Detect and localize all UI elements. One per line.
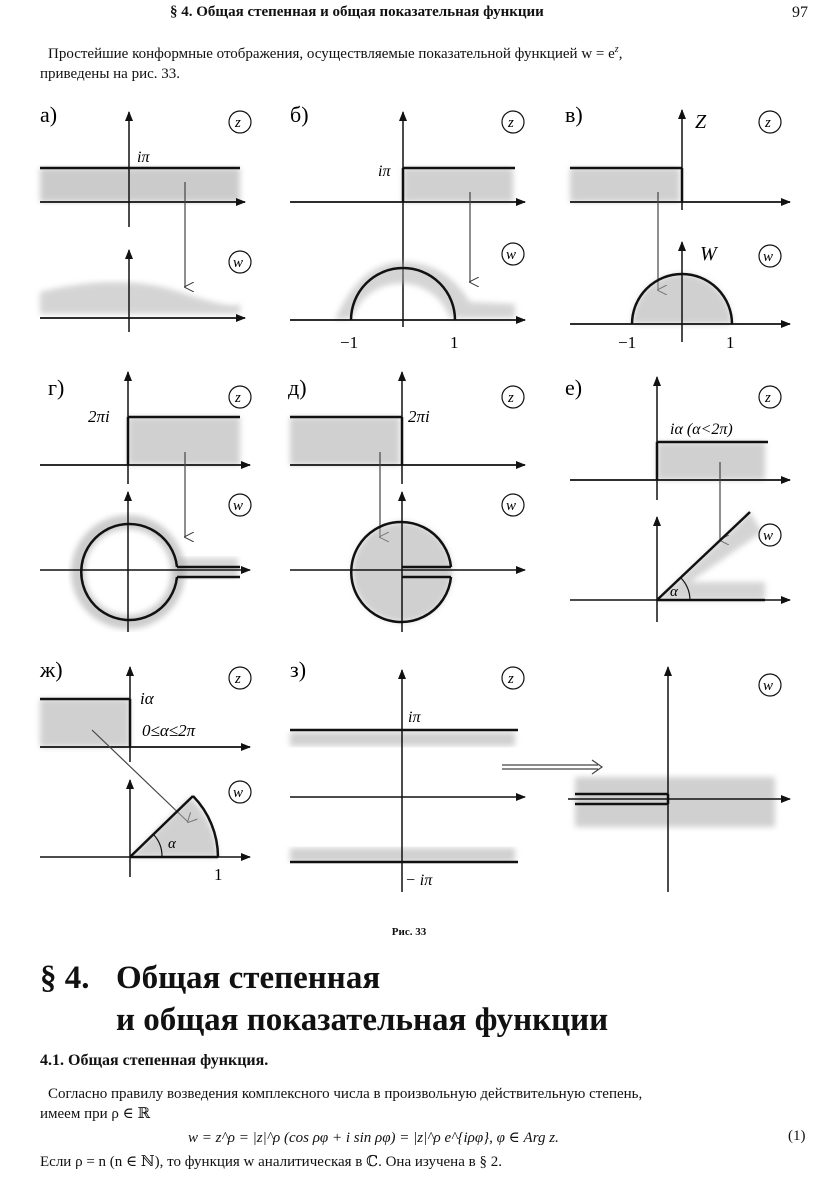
- svg-text:α: α: [670, 584, 679, 600]
- svg-text:z: z: [234, 671, 241, 687]
- panel-a-label: а): [40, 102, 57, 127]
- panel-a-strip: [40, 168, 240, 202]
- formula-1: w = z^ρ = |z|^ρ (cos ρφ + i sin ρφ) = |z…: [188, 1130, 559, 1146]
- svg-text:z: z: [234, 390, 241, 406]
- panel-e: е) z iα (α<2π) α w: [565, 375, 791, 622]
- svg-text:в): в): [565, 102, 583, 127]
- svg-text:Z: Z: [695, 111, 707, 133]
- svg-text:w: w: [763, 678, 773, 694]
- section-number: § 4.: [40, 960, 90, 996]
- svg-text:2πi: 2πi: [88, 407, 110, 426]
- body-paragraph-1: Согласно правилу возведения комплексного…: [40, 1084, 810, 1124]
- intro-line2: приведены на рис. 33.: [40, 66, 181, 82]
- svg-text:α: α: [168, 836, 177, 852]
- equation-number: (1): [788, 1128, 806, 1144]
- svg-text:w: w: [763, 249, 773, 265]
- svg-text:1: 1: [726, 333, 735, 352]
- panel-a-z: z: [234, 115, 241, 131]
- running-header: § 4. Общая степенная и общая показательн…: [0, 4, 818, 26]
- svg-text:iπ: iπ: [378, 163, 391, 180]
- svg-text:г): г): [48, 375, 64, 400]
- panel-zh: ж) z iα 0≤α≤2π α 1 w: [39, 657, 252, 884]
- section-title-line1: Общая степенная: [116, 960, 381, 996]
- svg-text:iπ: iπ: [408, 709, 421, 726]
- svg-text:w: w: [233, 785, 243, 801]
- body-paragraph-2: Если ρ = n (n ∈ ℕ), то функция w аналити…: [40, 1154, 502, 1170]
- svg-text:iα: iα: [140, 689, 155, 708]
- section-title-line2: и общая показательная функции: [116, 1002, 609, 1038]
- panel-a-w: w: [233, 255, 243, 271]
- body-p1-line1: Согласно правилу возведения комплексного…: [48, 1086, 643, 1102]
- intro-line1: Простейшие конформные отображения, осуще…: [48, 44, 623, 62]
- svg-text:iα (α<2π): iα (α<2π): [670, 421, 733, 438]
- panel-v: в) z Z W w −1 1: [565, 102, 791, 352]
- body-p1-line2: имеем при ρ ∈ ℝ: [40, 1106, 150, 1122]
- svg-text:w: w: [506, 247, 516, 263]
- running-title: § 4. Общая степенная и общая показательн…: [170, 4, 544, 20]
- svg-text:д): д): [288, 375, 307, 400]
- subsection-title: 4.1. Общая степенная функция.: [40, 1052, 269, 1069]
- panel-ze: з) z iπ − iπ w: [290, 657, 791, 892]
- svg-text:z: z: [764, 390, 771, 406]
- intro-paragraph: Простейшие конформные отображения, осуще…: [40, 40, 810, 84]
- panel-b: б) z iπ w −1 1: [290, 102, 526, 352]
- svg-text:−1: −1: [340, 333, 358, 352]
- svg-text:w: w: [233, 498, 243, 514]
- panel-g: г) z 2πi w: [40, 371, 252, 632]
- panel-b-label: б): [290, 102, 309, 127]
- svg-text:з): з): [290, 657, 306, 682]
- svg-text:z: z: [764, 115, 771, 131]
- svg-text:− iπ: − iπ: [405, 872, 433, 889]
- svg-text:z: z: [507, 115, 514, 131]
- panel-a-ipi: iπ: [137, 149, 150, 166]
- svg-text:ж): ж): [39, 657, 63, 682]
- svg-text:0≤α≤2π: 0≤α≤2π: [142, 721, 196, 740]
- svg-text:−1: −1: [618, 333, 636, 352]
- svg-text:2πi: 2πi: [408, 407, 430, 426]
- svg-text:1: 1: [214, 865, 223, 884]
- svg-text:W: W: [700, 243, 719, 265]
- svg-text:е): е): [565, 375, 582, 400]
- panel-a: а) z iπ w: [40, 102, 252, 332]
- svg-text:w: w: [506, 498, 516, 514]
- svg-text:z: z: [507, 390, 514, 406]
- panel-d: д) z 2πi w: [288, 371, 526, 632]
- svg-text:w: w: [763, 528, 773, 544]
- svg-text:z: z: [507, 671, 514, 687]
- figure-caption: Рис. 33: [391, 926, 427, 938]
- figure-33: а) z iπ w б) z iπ w −1 1 в): [39, 102, 791, 892]
- svg-text:1: 1: [450, 333, 459, 352]
- page-number: 97: [792, 4, 808, 21]
